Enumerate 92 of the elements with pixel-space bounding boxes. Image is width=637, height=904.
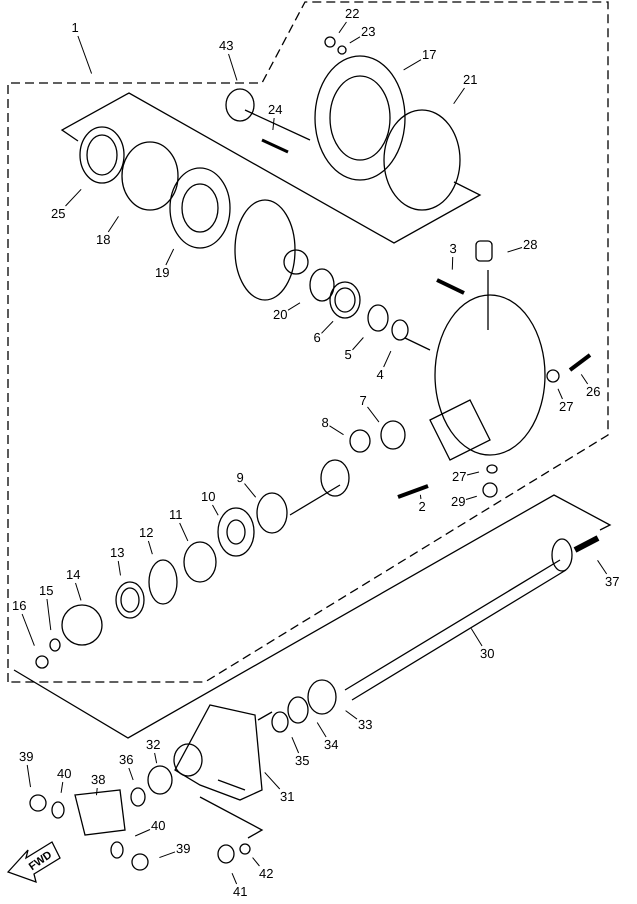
callout-number: 23 [361,25,376,39]
callout-number: 40 [57,767,72,781]
callout-number: 8 [322,416,329,430]
callout-number: 14 [66,568,80,582]
callout-number: 12 [139,526,154,540]
leader-line [272,118,275,130]
leader-line [60,782,64,794]
callout-number: 39 [176,842,190,856]
callout-number: 1 [72,21,79,35]
leader-line [597,560,608,574]
callout-number: 2 [418,500,426,514]
leader-line [580,374,588,384]
leader-line [75,582,82,601]
leader-line [252,857,260,866]
callout-number: 21 [463,73,478,87]
callout-number: 36 [119,753,134,767]
leader-line [291,736,300,754]
leader-line [420,494,422,500]
leader-line [466,472,480,476]
leader-line [212,504,219,516]
leader-line [65,188,82,206]
callout-number: 34 [324,738,338,752]
leader-line [118,560,121,576]
callout-number: 42 [259,867,274,881]
leader-line [46,598,52,631]
leader-line [349,36,360,44]
leader-line [108,216,120,232]
leader-line [316,722,327,738]
leader-line [329,425,344,436]
callout-number: 10 [201,490,216,504]
callout-number: 3 [450,242,457,256]
callout-number: 19 [155,266,170,280]
callout-number: 16 [12,599,26,613]
callout-number: 22 [345,7,360,21]
leader-line [321,320,334,334]
callout-number: 17 [422,48,436,62]
leader-line [452,256,454,270]
callout-number: 11 [169,508,182,522]
leader-line [232,872,238,884]
leader-line [22,614,35,646]
leader-line [288,302,300,311]
leader-line [403,59,422,70]
callout-number: 29 [451,495,466,509]
callout-number: 38 [91,773,106,787]
callout-number: 27 [559,400,574,414]
leader-line [367,406,380,423]
leader-line [453,88,465,104]
callout-number: 33 [358,718,372,732]
leader-line [558,388,563,400]
leader-line [383,350,392,368]
callout-number: 18 [96,233,110,247]
callout-number: 37 [605,575,620,589]
leader-line [134,829,150,836]
callout-number: 13 [110,546,124,560]
leader-line [77,36,92,74]
callout-number: 20 [273,308,288,322]
leader-line [26,764,32,788]
leader-line [352,337,364,350]
leader-line [148,540,153,555]
callout-number: 15 [39,584,54,598]
callout-number: 25 [51,207,66,221]
callout-number: 9 [236,471,244,485]
leader-line [244,483,256,498]
callout-number: 30 [480,647,494,661]
callout-number: 28 [523,238,538,252]
callout-number: 35 [295,754,310,768]
callout-number: 43 [219,39,234,53]
leader-line [158,851,176,858]
leader-line [128,768,134,780]
callout-number: 27 [452,470,466,484]
callout-number: 6 [314,331,321,345]
callout-number: 40 [151,819,166,833]
leader-line [338,22,347,34]
leader-line [179,522,188,542]
callout-number: 41 [233,885,248,899]
leader-line [507,247,522,253]
leader-line [228,54,238,81]
leader-line [264,772,280,790]
callout-number: 7 [360,394,367,408]
leader-line [165,248,174,266]
callout-number: 5 [344,348,352,362]
leader-line [96,788,98,796]
callout-number: 32 [146,738,160,752]
leader-line [470,628,483,646]
leader-line [154,752,158,764]
callout-number: 4 [376,368,384,382]
leader-line [345,710,358,720]
leader-line [466,496,478,500]
callout-number: 26 [586,385,600,399]
callout-number: 31 [280,790,294,804]
callout-number: 39 [19,750,34,764]
callout-number: 24 [268,103,282,117]
